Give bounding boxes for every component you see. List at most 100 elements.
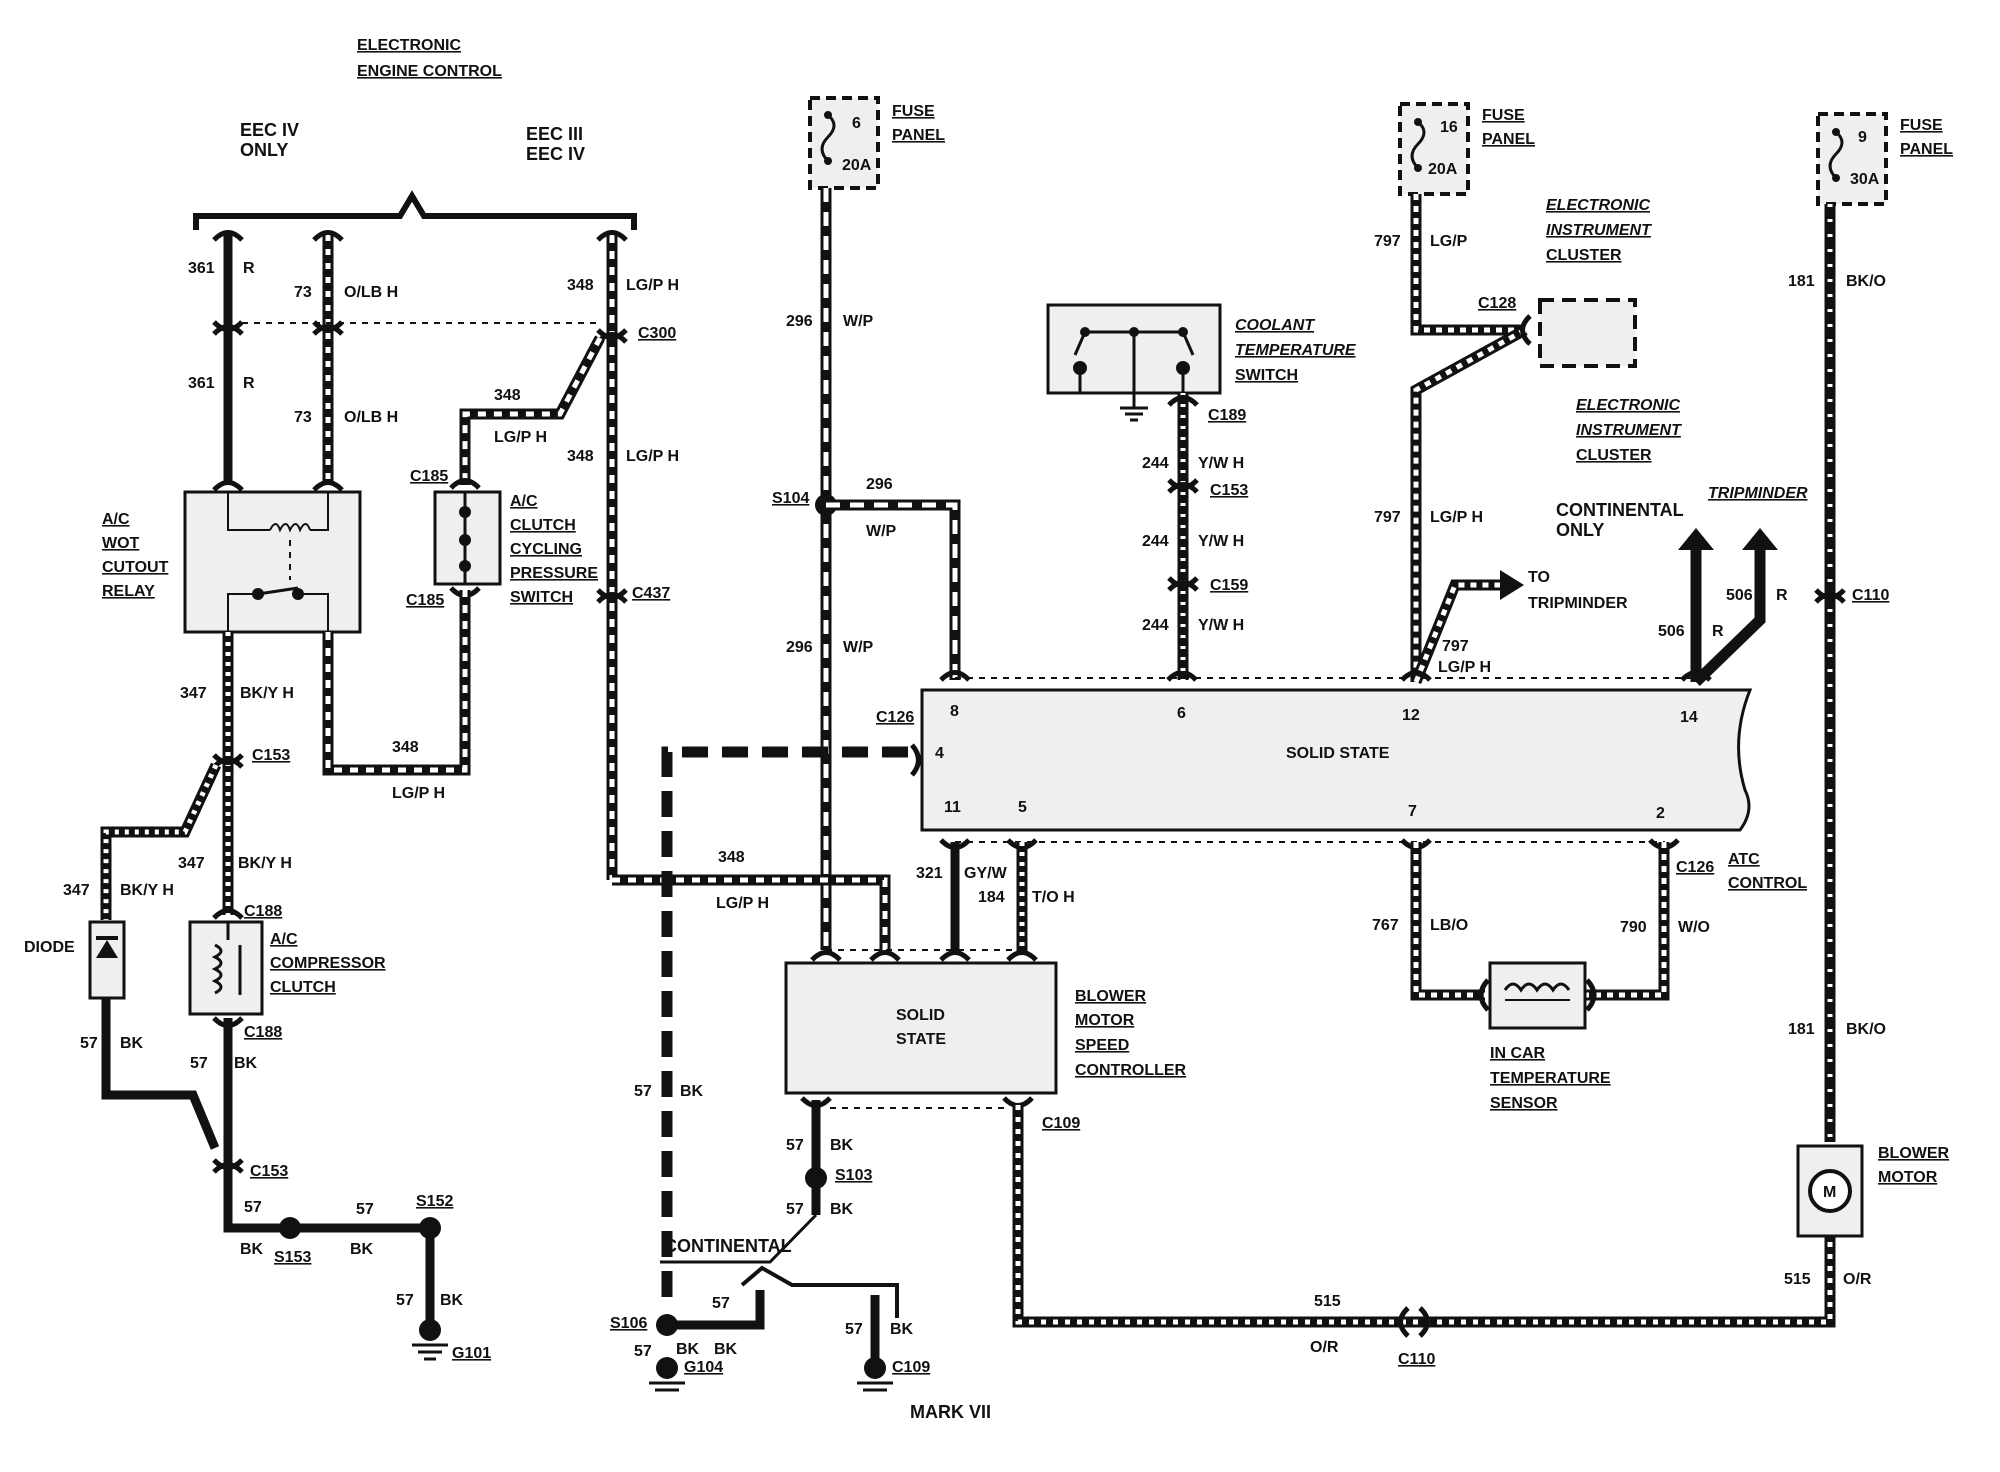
- conn-c109b: C109: [892, 1359, 930, 1376]
- wire-790-color: W/O: [1678, 919, 1710, 936]
- compressor-3: CLUTCH: [270, 979, 336, 996]
- conn-c185a: C185: [410, 468, 448, 485]
- wire-57k-color: BK: [890, 1321, 914, 1338]
- wire-296b-num: 296: [866, 476, 893, 493]
- conn-g104: G104: [684, 1359, 723, 1376]
- wire-321-color: GY/W: [964, 865, 1008, 882]
- wire-244a-num: 244: [1142, 455, 1169, 472]
- blower-ctrl-4: CONTROLLER: [1075, 1062, 1187, 1079]
- blower-ctrl-3: SPEED: [1075, 1037, 1129, 1054]
- pin-2: 2: [1656, 805, 1665, 822]
- wire-57j-num: 57: [634, 1343, 652, 1360]
- wire-57h-color: BK: [830, 1201, 854, 1218]
- clutch-switch-5: SWITCH: [510, 589, 573, 606]
- wire-57h-num: 57: [786, 1201, 804, 1218]
- wire-797b-color: LG/P H: [1430, 509, 1483, 526]
- blower-ctrl-box-2: STATE: [896, 1031, 946, 1048]
- solid-state-main-label: SOLID STATE: [1286, 745, 1390, 762]
- eec-iv-only-2: ONLY: [240, 140, 288, 160]
- conn-s153: S153: [274, 1249, 311, 1266]
- clutch-switch-1: A/C: [510, 493, 538, 510]
- pin-7: 7: [1408, 803, 1417, 820]
- fuse16-label2: PANEL: [1482, 131, 1535, 148]
- blower-motor: M: [1796, 1144, 1864, 1238]
- incar-label-1: IN CAR: [1490, 1045, 1546, 1062]
- wire-73a-color: O/LB H: [344, 284, 398, 301]
- coolant-temp-switch: [1046, 303, 1222, 422]
- wire-361: [212, 230, 244, 492]
- eic-box: [1538, 298, 1637, 368]
- ac-wot-cutout-relay: [183, 490, 362, 634]
- wire-515b-color: O/R: [1843, 1271, 1872, 1288]
- conn-c185b: C185: [406, 592, 444, 609]
- conn-c110b: C110: [1398, 1351, 1435, 1368]
- wire-347c-num: 347: [63, 882, 90, 899]
- eic1-label-3: CLUSTER: [1546, 247, 1622, 264]
- to-tripminder-2: TRIPMINDER: [1528, 595, 1628, 612]
- conn-c153b: C153: [250, 1163, 288, 1180]
- wire-347c-color: BK/Y H: [120, 882, 174, 899]
- wire-347b-num: 347: [178, 855, 205, 872]
- eec-iii-iv-2: EEC IV: [526, 144, 585, 164]
- fuse-9: [1816, 112, 1888, 206]
- conn-s106: S106: [610, 1315, 647, 1332]
- wire-73: [312, 230, 344, 492]
- wire-506: [1678, 528, 1778, 686]
- eec-title-1: ELECTRONIC: [357, 37, 461, 54]
- pin-5: 5: [1018, 799, 1027, 816]
- conn-c110a: C110: [1852, 587, 1889, 604]
- atc-label-1: ATC: [1728, 851, 1760, 868]
- wire-348b-color: LG/P H: [494, 429, 547, 446]
- wire-57g-num: 57: [786, 1137, 804, 1154]
- conn-c153c: C153: [1210, 482, 1248, 499]
- fuse6-label1: FUSE: [892, 103, 935, 120]
- conn-c128: C128: [1478, 295, 1516, 312]
- conn-c188b: C188: [244, 1024, 282, 1041]
- wire-181a-color: BK/O: [1846, 273, 1886, 290]
- wire-57f-num: 57: [634, 1083, 652, 1100]
- wire-244a-color: Y/W H: [1198, 455, 1244, 472]
- conn-c159: C159: [1210, 577, 1248, 594]
- wire-57d-color: BK: [350, 1241, 374, 1258]
- fuse9-label1: FUSE: [1900, 117, 1943, 134]
- relay-label-3: CUTOUT: [102, 559, 169, 576]
- fuse9-num: 9: [1858, 129, 1867, 146]
- fuse9-amp: 30A: [1850, 171, 1880, 188]
- diode-label: DIODE: [24, 939, 75, 956]
- continental-label: CONTINENTAL: [664, 1236, 792, 1256]
- in-car-temp-sensor: [1478, 961, 1597, 1030]
- eic2-label-1: ELECTRONIC: [1576, 397, 1680, 414]
- wire-57j-color: BK: [676, 1341, 700, 1358]
- wire-515b-num: 515: [1784, 1271, 1811, 1288]
- eic2-label-3: CLUSTER: [1576, 447, 1652, 464]
- blower-ctrl-1: BLOWER: [1075, 988, 1147, 1005]
- wire-515: [1012, 1105, 1836, 1338]
- wire-348-upper: [459, 230, 628, 880]
- conn-s152: S152: [416, 1193, 453, 1210]
- wire-57a-num: 57: [80, 1035, 98, 1052]
- clutch-switch-4: PRESSURE: [510, 565, 598, 582]
- wire-57i-num: 57: [712, 1295, 730, 1312]
- clutch-switch-2: CLUTCH: [510, 517, 576, 534]
- wire-57-left: [101, 998, 448, 1361]
- eec-title-2: ENGINE CONTROL: [357, 63, 502, 80]
- wire-348e-num: 348: [718, 849, 745, 866]
- wire-506b-color: R: [1712, 623, 1724, 640]
- relay-label-1: A/C: [102, 511, 130, 528]
- wire-57b-color: BK: [234, 1055, 258, 1072]
- eec-header: ELECTRONIC ENGINE CONTROL EEC IV ONLY EE…: [193, 37, 637, 230]
- blower-ctrl-box-1: SOLID: [896, 1007, 945, 1024]
- wire-57i-color: BK: [714, 1341, 738, 1358]
- wire-797c-color: LG/P H: [1438, 659, 1491, 676]
- wire-244: [1167, 393, 1199, 680]
- to-tripminder-1: TO: [1528, 569, 1550, 586]
- wire-184-color: T/O H: [1032, 889, 1075, 906]
- ac-clutch-cycling-switch: [433, 478, 502, 598]
- wire-348d-color: LG/P H: [392, 785, 445, 802]
- wire-348a-color: LG/P H: [626, 277, 679, 294]
- relay-label-4: RELAY: [102, 583, 155, 600]
- coolant-label-1: COOLANT: [1235, 317, 1315, 334]
- fuse6-label2: PANEL: [892, 127, 945, 144]
- fuse16-label1: FUSE: [1482, 107, 1525, 124]
